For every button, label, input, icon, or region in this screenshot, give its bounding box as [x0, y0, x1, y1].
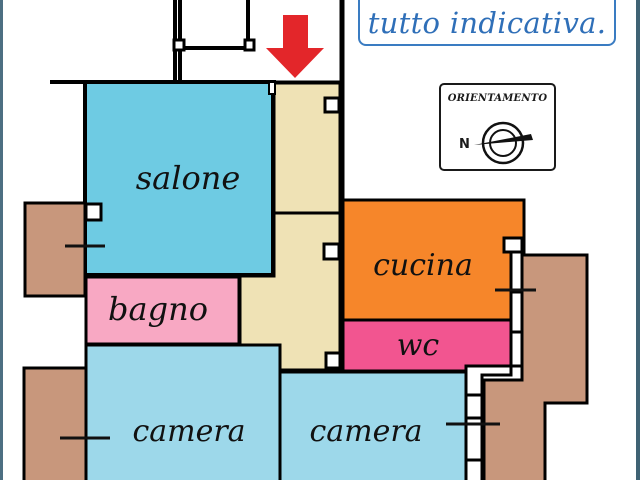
disclaimer-note: tutto indicativa. — [358, 0, 616, 46]
balcony-right — [482, 253, 589, 480]
pillars — [84, 96, 342, 370]
frame-border-left — [0, 0, 3, 480]
compass-title: ORIENTAMENTO — [447, 93, 548, 104]
orientation-compass: ORIENTAMENTO N — [439, 83, 556, 171]
balcony-camera — [22, 366, 88, 480]
disclaimer-text: tutto indicativa. — [367, 6, 607, 40]
room-cucina — [341, 198, 526, 322]
stairwell — [172, 0, 256, 82]
window-marks — [60, 244, 536, 440]
room-label-bagno: bagno — [108, 290, 208, 328]
room-label-camera-2: camera — [309, 414, 422, 449]
room-label-salone: salone — [136, 159, 241, 197]
compass-north-label: N — [459, 137, 470, 152]
room-bagno — [84, 275, 241, 346]
compass-icon — [474, 121, 533, 165]
arrow-down-icon — [266, 15, 324, 78]
frame-border-right — [636, 0, 640, 480]
room-salone — [83, 80, 275, 277]
room-camera-1 — [84, 343, 282, 480]
balcony-salone — [23, 201, 87, 298]
room-label-wc: wc — [397, 328, 440, 363]
door-jamb — [268, 81, 276, 95]
balconies — [22, 201, 589, 480]
room-label-cucina: cucina — [373, 248, 473, 283]
room-label-camera-1: camera — [132, 414, 245, 449]
